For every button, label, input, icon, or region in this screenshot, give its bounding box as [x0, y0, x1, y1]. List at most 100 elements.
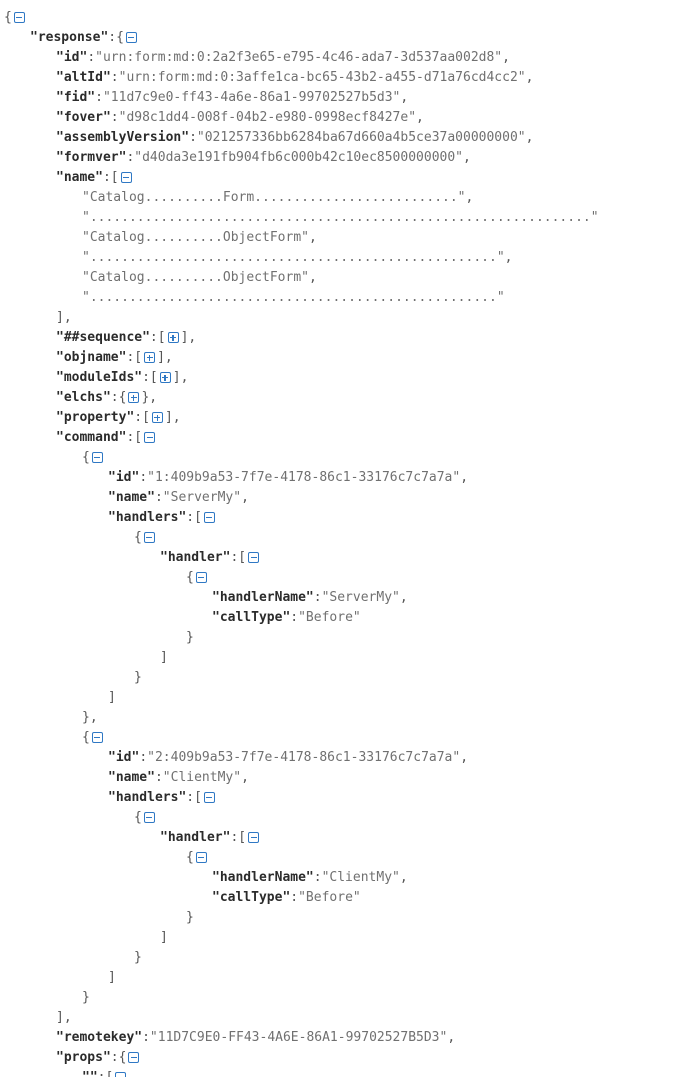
open-bracket: {	[186, 570, 194, 585]
close-bracket: ,	[416, 110, 424, 125]
json-value: "Before"	[298, 890, 361, 905]
collapse-icon[interactable]	[125, 32, 137, 43]
expand-icon[interactable]	[128, 392, 140, 403]
json-line: "handlers":[	[108, 788, 217, 808]
collapse-icon[interactable]	[195, 852, 207, 863]
close-bracket: ]	[108, 690, 116, 705]
colon: :	[154, 490, 163, 505]
json-line: "altId":"urn:form:md:0:3affe1ca-bc65-43b…	[56, 68, 533, 88]
colon: :	[139, 750, 148, 765]
collapse-icon[interactable]	[195, 572, 207, 583]
json-line: }	[134, 948, 142, 968]
json-key: "command"	[56, 430, 127, 445]
close-bracket: ,	[447, 1030, 456, 1045]
close-bracket: ,	[502, 50, 510, 65]
json-key: "callType"	[212, 610, 291, 625]
open-bracket: {	[134, 810, 142, 825]
json-line: "callType":"Before"	[212, 888, 361, 908]
colon: :	[142, 1030, 150, 1045]
json-value: "Before"	[298, 610, 361, 625]
json-line: }	[186, 908, 194, 928]
collapse-icon[interactable]	[13, 12, 25, 23]
json-key: "handlers"	[108, 510, 187, 525]
collapse-icon[interactable]	[128, 1052, 140, 1063]
json-value: "ServerMy"	[321, 590, 400, 605]
expand-icon[interactable]	[167, 332, 179, 343]
json-key: "##sequence"	[56, 330, 150, 345]
collapse-icon[interactable]	[248, 552, 260, 563]
close-bracket: }	[186, 630, 194, 645]
close-bracket: ,	[399, 870, 408, 885]
close-bracket: ,	[241, 490, 249, 505]
colon: :	[290, 890, 299, 905]
collapse-icon[interactable]	[203, 512, 215, 523]
close-bracket: ,	[525, 70, 534, 85]
collapse-icon[interactable]	[203, 792, 215, 803]
json-line: ".......................................…	[82, 248, 512, 268]
json-key: "formver"	[56, 150, 127, 165]
json-line: ".......................................…	[82, 208, 599, 228]
colon: :	[134, 410, 143, 425]
open-bracket: [	[142, 410, 150, 425]
open-bracket: {	[186, 850, 194, 865]
json-line: "moduleIds":[],	[56, 368, 188, 388]
json-line: "Catalog..........ObjectForm",	[82, 228, 317, 248]
collapse-icon[interactable]	[91, 732, 103, 743]
json-key: "response"	[30, 30, 109, 45]
close-bracket: ]	[160, 930, 168, 945]
json-key: "fid"	[56, 90, 96, 105]
json-key: "altId"	[56, 70, 111, 85]
close-bracket: ,	[308, 230, 317, 245]
expand-icon[interactable]	[159, 372, 171, 383]
json-line: "handler":[	[160, 828, 261, 848]
json-line: {	[186, 848, 209, 868]
json-value: "ServerMy"	[162, 490, 242, 505]
colon: :	[108, 30, 117, 45]
close-bracket: ,	[241, 770, 249, 785]
collapse-icon[interactable]	[120, 172, 132, 183]
json-value: ".......................................…	[82, 290, 505, 305]
json-value: "Catalog..........ObjectForm"	[82, 270, 309, 285]
colon: :	[142, 370, 150, 385]
expand-icon[interactable]	[144, 352, 156, 363]
close-bracket: ,	[504, 250, 513, 265]
json-line: ]	[160, 648, 168, 668]
json-value: ".......................................…	[82, 210, 599, 225]
close-bracket: ,	[460, 470, 469, 485]
colon: :	[98, 1070, 106, 1077]
collapse-icon[interactable]	[91, 452, 103, 463]
collapse-icon[interactable]	[115, 1072, 127, 1077]
open-bracket: [	[134, 430, 143, 445]
json-key: "handler"	[160, 550, 231, 565]
json-line: {	[186, 568, 209, 588]
json-line: {	[82, 448, 105, 468]
collapse-icon[interactable]	[143, 812, 155, 823]
json-key: "assemblyVersion"	[56, 130, 190, 145]
json-value: "d98c1dd4-008f-04b2-e980-0998ecf8427e"	[118, 110, 417, 125]
json-line: ],	[56, 1008, 72, 1028]
collapse-icon[interactable]	[143, 532, 155, 543]
open-bracket: [	[194, 790, 202, 805]
json-line: "handler":[	[160, 548, 261, 568]
json-key: "elchs"	[56, 390, 111, 405]
collapse-icon[interactable]	[248, 832, 260, 843]
expand-icon[interactable]	[151, 412, 163, 423]
colon: :	[110, 110, 119, 125]
json-line: }	[134, 668, 142, 688]
json-key: "handler"	[160, 830, 231, 845]
json-key: "name"	[108, 490, 155, 505]
json-value: "Catalog..........ObjectForm"	[82, 230, 309, 245]
open-bracket: [	[238, 550, 247, 565]
json-value: "021257336bb6284ba67d660a4b5ce37a0000000…	[196, 130, 526, 145]
json-line: "command":[	[56, 428, 157, 448]
open-bracket: {	[118, 390, 127, 405]
json-line: "handlerName":"ClientMy",	[212, 868, 408, 888]
json-key: "handlerName"	[212, 590, 314, 605]
json-line: },	[82, 708, 98, 728]
close-bracket: }	[82, 990, 90, 1005]
collapse-icon[interactable]	[144, 432, 156, 443]
json-line: ]	[160, 928, 168, 948]
close-bracket: }	[186, 910, 194, 925]
json-line: "":[	[82, 1068, 128, 1077]
json-line: "property":[],	[56, 408, 181, 428]
